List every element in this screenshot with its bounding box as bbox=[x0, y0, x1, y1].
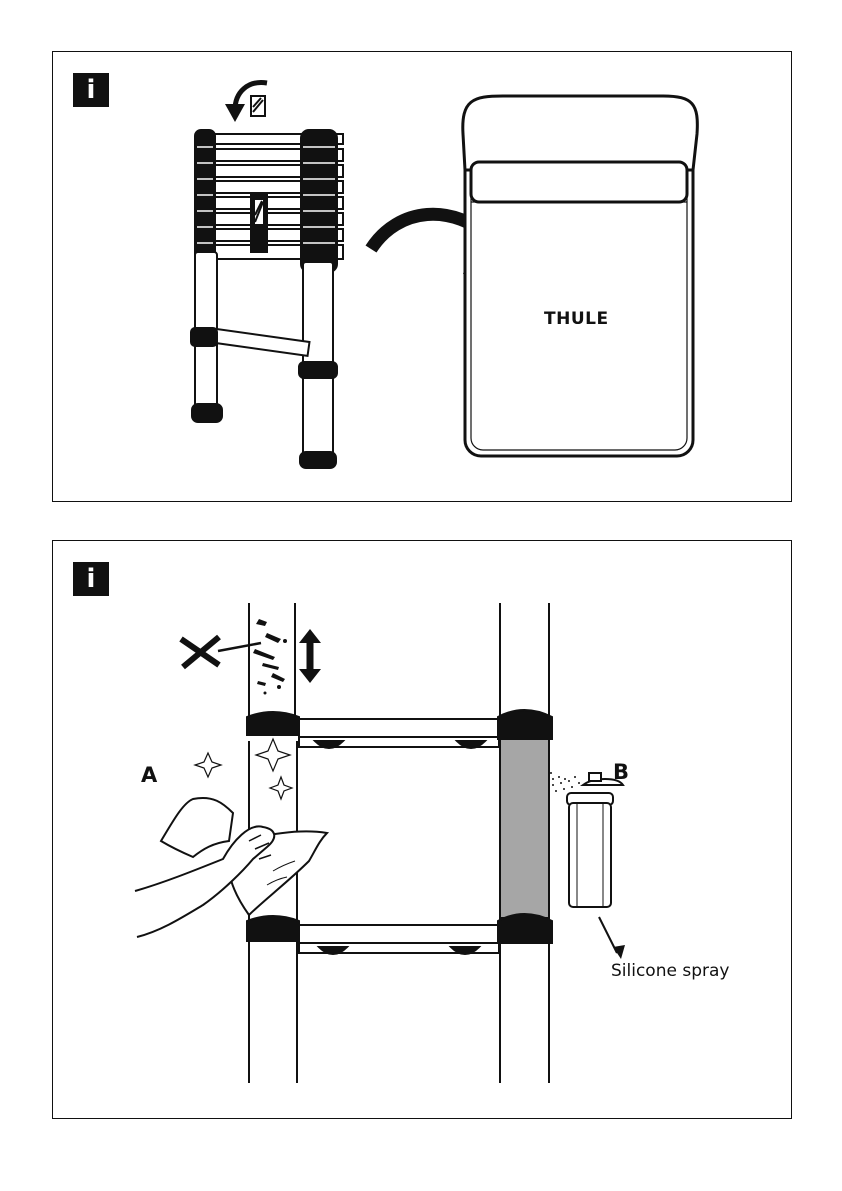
spray-mist bbox=[550, 772, 580, 792]
collapsed-ladder bbox=[191, 130, 343, 468]
sparkle-icons bbox=[195, 739, 292, 799]
label-b: B bbox=[613, 760, 629, 784]
maintenance-instruction-panel: i bbox=[52, 540, 792, 1119]
spray-can bbox=[567, 773, 623, 907]
spray-caption: Silicone spray bbox=[611, 961, 729, 981]
storage-instruction-panel: i bbox=[52, 51, 792, 502]
storage-illustration: THULE bbox=[53, 52, 793, 503]
brand-logo: THULE bbox=[544, 309, 609, 329]
cleaning-cloth-and-hand bbox=[135, 798, 327, 937]
maintenance-illustration: A B Silicone spray bbox=[53, 541, 793, 1120]
storage-bag bbox=[463, 96, 698, 456]
label-a: A bbox=[141, 763, 158, 787]
dirt-marks bbox=[253, 619, 287, 695]
